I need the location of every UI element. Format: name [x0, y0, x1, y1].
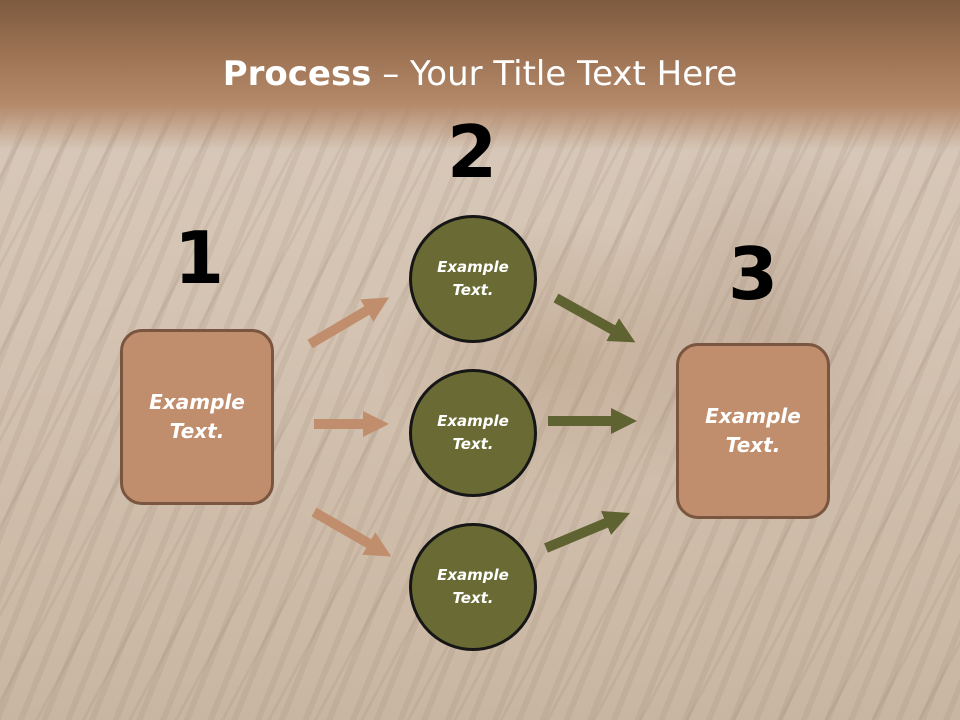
step-number-2: 2 [446, 110, 498, 194]
title-band [0, 0, 960, 150]
step-2-circle-top[interactable]: Example Text. [409, 215, 537, 343]
step-1-box[interactable]: Example Text. [120, 329, 274, 505]
step-2-circle-middle[interactable]: Example Text. [409, 369, 537, 497]
slide-title: Process – Your Title Text Here [0, 52, 960, 96]
arrow-bottom-to-3 [544, 511, 630, 553]
circle-middle-text: Example Text. [437, 412, 509, 453]
step-2-circle-bottom[interactable]: Example Text. [409, 523, 537, 651]
arrow-1-to-bottom [311, 507, 392, 557]
step-number-3: 3 [727, 232, 779, 316]
step-1-text: Example Text. [149, 390, 245, 443]
arrow-1-to-top [307, 297, 390, 349]
circle-top-text: Example Text. [437, 258, 509, 299]
step-3-box[interactable]: Example Text. [676, 343, 830, 519]
step-3-text: Example Text. [705, 404, 801, 457]
title-rest: – Your Title Text Here [371, 54, 738, 94]
arrow-top-to-3 [553, 293, 636, 343]
title-bold: Process [222, 54, 372, 94]
circle-bottom-text: Example Text. [437, 566, 509, 607]
step-number-1: 1 [173, 216, 225, 300]
